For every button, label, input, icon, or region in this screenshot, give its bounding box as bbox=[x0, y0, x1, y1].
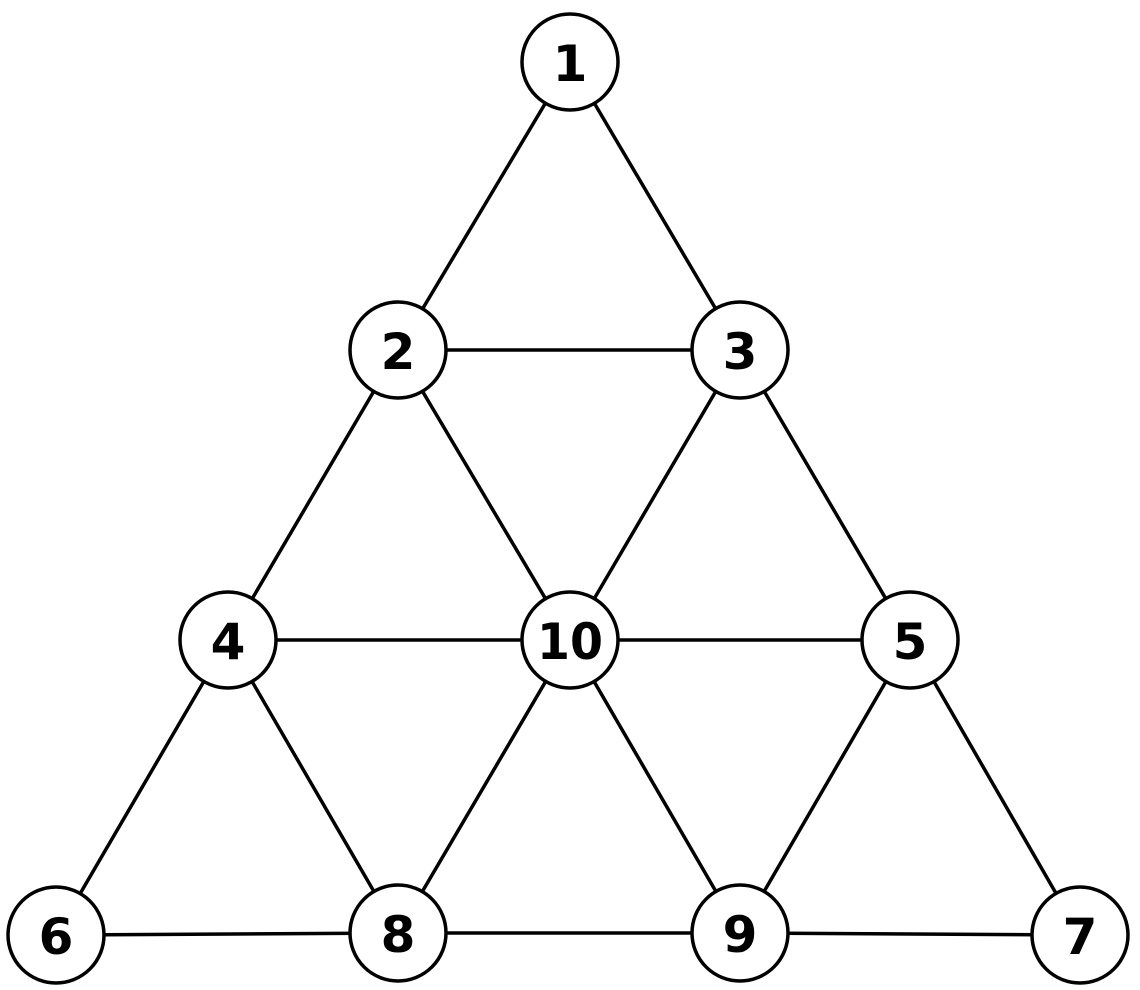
edge-1-3 bbox=[568, 61, 742, 351]
node-6: 6 bbox=[6, 885, 106, 985]
edge-3-5 bbox=[738, 349, 912, 641]
node-label: 5 bbox=[893, 613, 928, 671]
edge-3-10 bbox=[568, 349, 742, 641]
node-circle bbox=[690, 883, 790, 983]
edge-2-10 bbox=[396, 349, 572, 641]
node-10: 10 bbox=[520, 590, 620, 690]
nodes-layer: 1 2 3 4 10 5 6 8 9 7 bbox=[6, 12, 1130, 985]
node-label: 6 bbox=[39, 908, 74, 966]
node-circle bbox=[520, 590, 620, 690]
node-label: 2 bbox=[381, 323, 416, 381]
node-circle bbox=[520, 12, 620, 112]
edge-9-7 bbox=[739, 931, 1081, 937]
node-label: 7 bbox=[1063, 908, 1098, 966]
edge-2-4 bbox=[226, 349, 400, 641]
node-2: 2 bbox=[348, 300, 448, 400]
edge-10-8 bbox=[396, 639, 572, 934]
edge-1-2 bbox=[396, 61, 572, 351]
node-circle bbox=[348, 300, 448, 400]
node-4: 4 bbox=[178, 590, 278, 690]
edge-4-8 bbox=[226, 639, 400, 934]
node-7: 7 bbox=[1030, 885, 1130, 985]
node-circle bbox=[178, 590, 278, 690]
edge-6-8 bbox=[55, 931, 399, 937]
node-circle bbox=[860, 590, 960, 690]
node-label: 8 bbox=[381, 906, 416, 964]
node-1: 1 bbox=[520, 12, 620, 112]
node-8: 8 bbox=[348, 883, 448, 983]
node-label: 3 bbox=[723, 323, 758, 381]
node-circle bbox=[6, 885, 106, 985]
node-label: 1 bbox=[553, 35, 588, 93]
edge-4-6 bbox=[54, 639, 230, 936]
edge-5-9 bbox=[738, 639, 912, 934]
node-circle bbox=[348, 883, 448, 983]
edge-10-9 bbox=[568, 639, 742, 934]
node-label: 4 bbox=[211, 613, 246, 671]
edges-layer bbox=[54, 61, 1082, 937]
node-label: 10 bbox=[537, 613, 603, 671]
node-5: 5 bbox=[860, 590, 960, 690]
node-9: 9 bbox=[690, 883, 790, 983]
node-label: 9 bbox=[723, 906, 758, 964]
edge-5-7 bbox=[908, 639, 1082, 936]
node-circle bbox=[690, 300, 790, 400]
node-3: 3 bbox=[690, 300, 790, 400]
node-circle bbox=[1030, 885, 1130, 985]
